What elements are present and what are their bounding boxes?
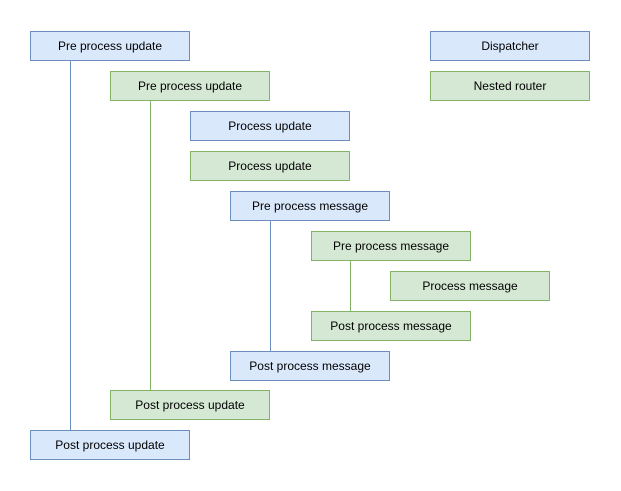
node-label: Pre process message	[251, 199, 369, 213]
node-label: Pre process message	[332, 239, 450, 253]
node-label: Post process message	[249, 359, 371, 373]
node-label: Pre process update	[137, 79, 243, 93]
legend-item-dispatcher[interactable]: Dispatcher	[430, 31, 590, 61]
node-post-process-update-dispatcher[interactable]: Post process update	[30, 430, 190, 460]
legend-item-label: Nested router	[473, 79, 547, 93]
node-pre-process-update-router[interactable]: Pre process update	[110, 71, 270, 101]
node-label: Post process message	[330, 319, 452, 333]
node-label: Post process update	[55, 438, 165, 452]
legend-item-nested-router[interactable]: Nested router	[430, 71, 590, 101]
connector-pre-process-message-dispatcher-to-post-process-message-dispatcher	[270, 221, 271, 351]
legend-item-label: Dispatcher	[481, 39, 539, 53]
node-post-process-message-dispatcher[interactable]: Post process message	[230, 351, 390, 381]
node-process-update-dispatcher[interactable]: Process update	[190, 111, 350, 141]
node-pre-process-message-router[interactable]: Pre process message	[311, 231, 471, 261]
connector-pre-process-message-router-to-post-process-message-router	[350, 261, 351, 311]
node-label: Process update	[228, 119, 312, 133]
connector-pre-process-update-router-to-post-process-update-router	[150, 101, 151, 390]
node-pre-process-message-dispatcher[interactable]: Pre process message	[230, 191, 390, 221]
connector-pre-process-update-dispatcher-to-post-process-update-dispatcher	[70, 61, 71, 430]
node-label: Process message	[422, 279, 518, 293]
node-post-process-update-router[interactable]: Post process update	[110, 390, 270, 420]
node-label: Pre process update	[57, 39, 163, 53]
node-post-process-message-router[interactable]: Post process message	[311, 311, 471, 341]
node-label: Post process update	[135, 398, 245, 412]
node-pre-process-update-dispatcher[interactable]: Pre process update	[30, 31, 190, 61]
node-process-message-router[interactable]: Process message	[390, 271, 550, 301]
node-label: Process update	[228, 159, 312, 173]
node-process-update-router[interactable]: Process update	[190, 151, 350, 181]
